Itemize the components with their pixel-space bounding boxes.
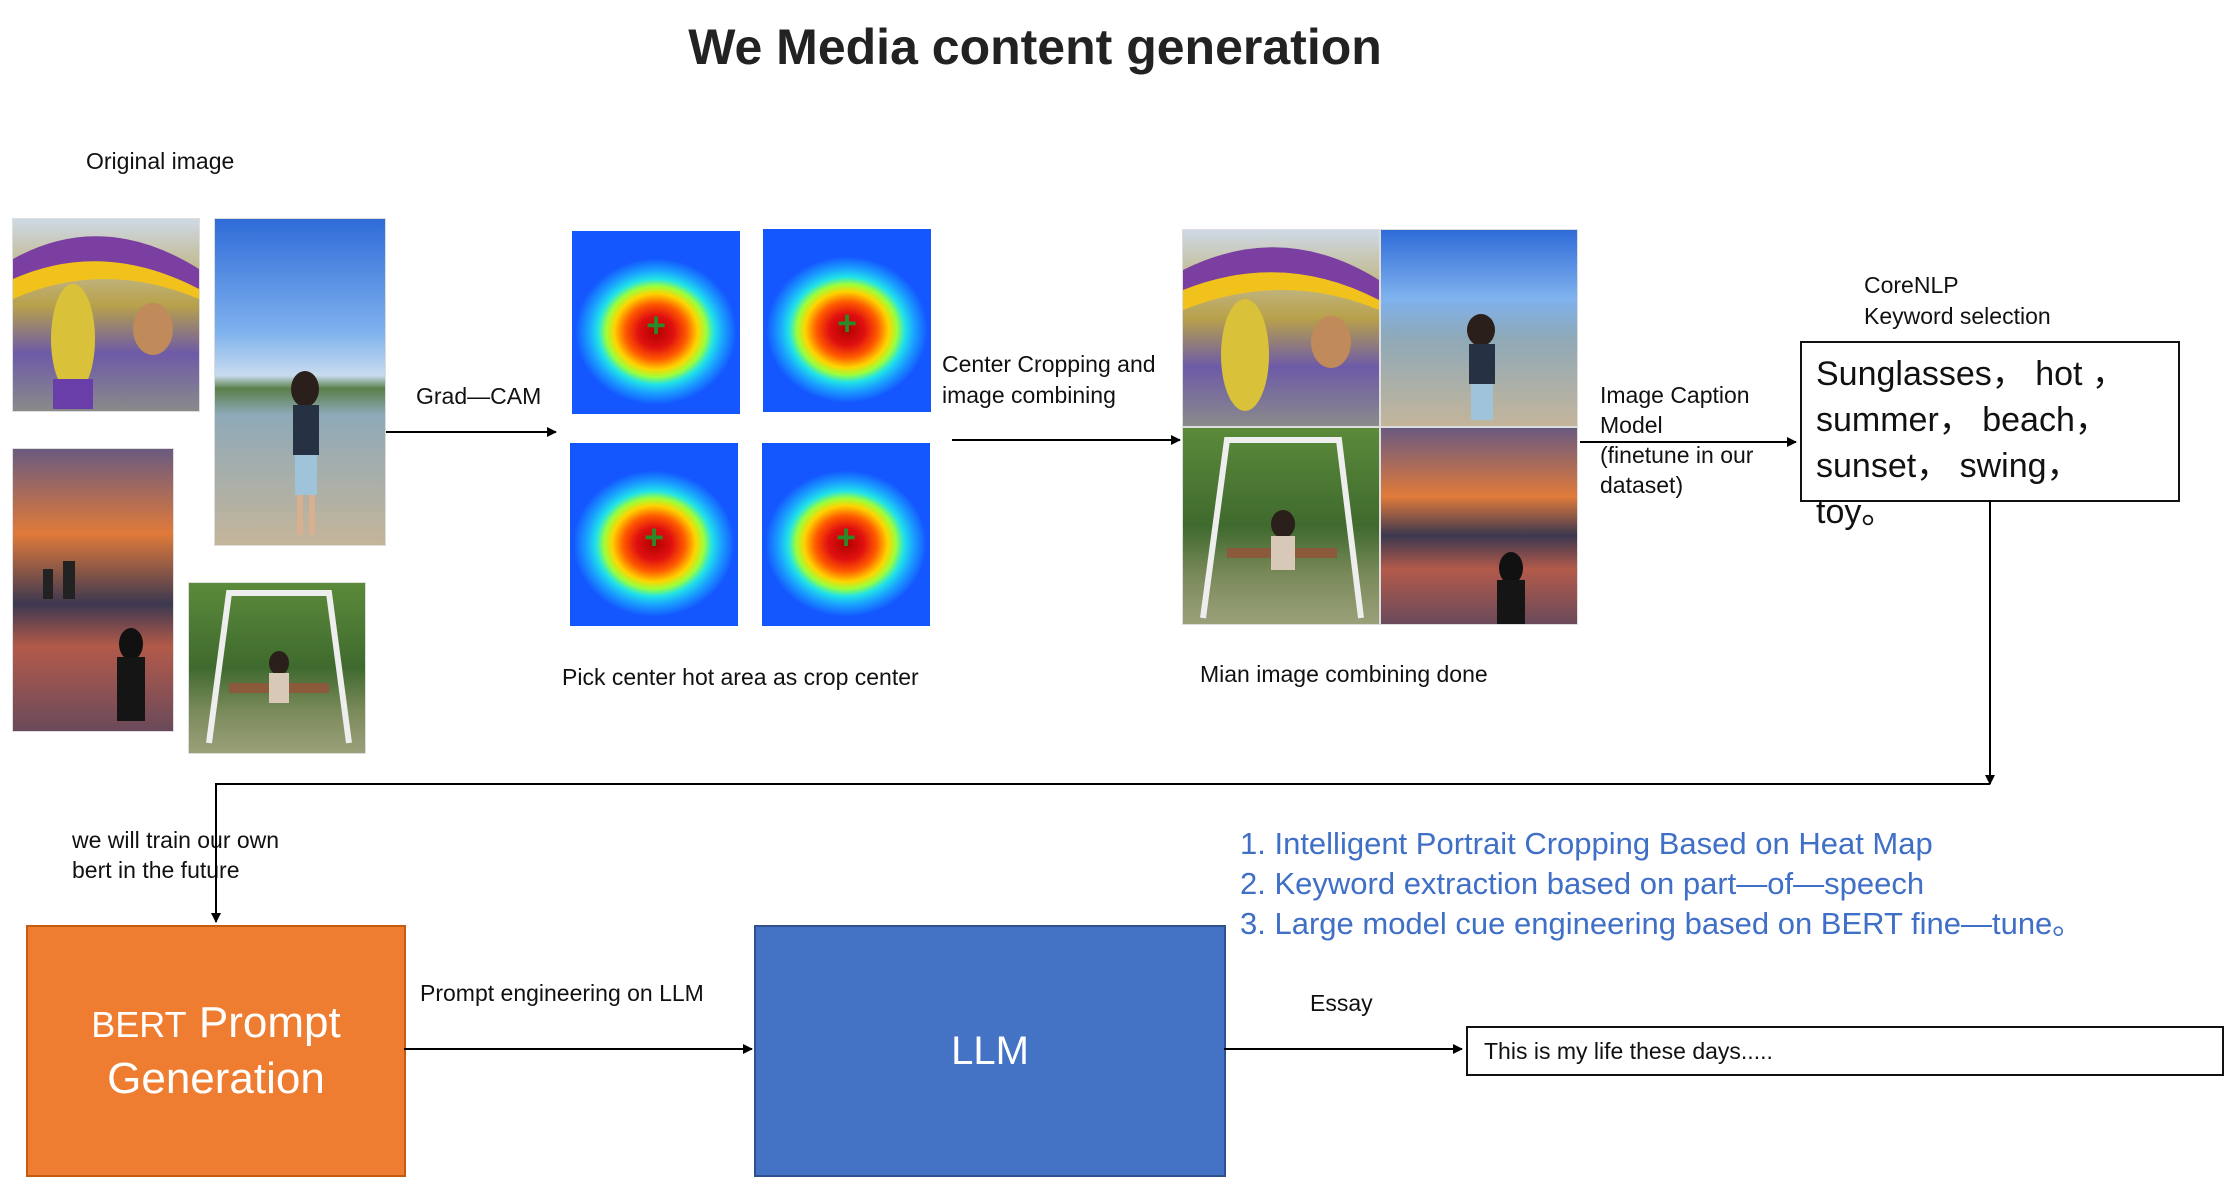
heatmap-3: + bbox=[570, 443, 738, 626]
keywords-box: Sunglasses， hot ， summer， beach， sunset，… bbox=[1800, 341, 2180, 531]
essay-output-box: This is my life these days..... bbox=[1466, 1026, 2224, 1076]
center-cropping-label-line1: Center Cropping and bbox=[942, 351, 1156, 377]
caption-model-line4: dataset) bbox=[1600, 472, 1684, 498]
keyword-selection-label: Keyword selection bbox=[1864, 303, 2051, 329]
caption-model-line2: Model bbox=[1600, 412, 1663, 438]
original-photo-beach bbox=[214, 218, 386, 546]
feature-notes: 1. Intelligent Portrait Cropping Based o… bbox=[1240, 824, 2083, 944]
combined-tile-sunset bbox=[1380, 427, 1578, 625]
original-image-label: Original image bbox=[86, 148, 235, 174]
combined-image bbox=[1182, 229, 1578, 625]
combined-tile-mascot bbox=[1182, 229, 1380, 427]
original-photo-swing bbox=[188, 582, 366, 754]
original-photo-sunset bbox=[12, 448, 174, 732]
diagram-title: We Media content generation bbox=[688, 19, 1382, 75]
caption-model-line1: Image Caption bbox=[1600, 382, 1750, 408]
center-cropping-label-line2: image combining bbox=[942, 382, 1116, 408]
essay-output-text: This is my life these days..... bbox=[1484, 1037, 1773, 1064]
train-bert-note: we will train our own bert in the future bbox=[72, 825, 279, 885]
llm-box-label: LLM bbox=[951, 1028, 1029, 1073]
heatmap-2: + bbox=[763, 229, 931, 412]
keywords-line2: summer， beach， bbox=[1816, 401, 2109, 439]
note-3: 3. Large model cue engineering based on … bbox=[1240, 906, 2084, 941]
arrow-keywords-to-bert bbox=[211, 783, 1990, 923]
note-2: 2. Keyword extraction based on part—of—s… bbox=[1240, 866, 1925, 901]
llm-box: LLM bbox=[754, 925, 1226, 1177]
heatmap-4: + bbox=[762, 443, 930, 626]
train-bert-line2: bert in the future bbox=[72, 857, 240, 883]
grad-cam-label: Grad—CAM bbox=[416, 383, 542, 409]
combined-tile-beach bbox=[1380, 229, 1578, 427]
bert-prompt-generation-box: BERT Prompt Generation bbox=[26, 925, 406, 1177]
bert-box-prefix: BERT bbox=[91, 1004, 187, 1045]
caption-model-line3: (finetune in our bbox=[1600, 442, 1754, 468]
keywords-line1: Sunglasses， hot ， bbox=[1816, 355, 2126, 393]
heatmap-1: + bbox=[572, 231, 740, 414]
combined-tile-swing bbox=[1182, 427, 1380, 625]
keywords-line3: sunset， swing， toy。 bbox=[1816, 447, 2081, 531]
caption-model-label: Image Caption Model (finetune in our dat… bbox=[1600, 380, 1753, 500]
combining-done-label: Mian image combining done bbox=[1200, 661, 1488, 687]
prompt-engineering-label: Prompt engineering on LLM bbox=[420, 980, 704, 1006]
original-photo-mascot bbox=[12, 218, 200, 412]
pick-center-label: Pick center hot area as crop center bbox=[562, 664, 919, 690]
bert-box-line2: Generation bbox=[107, 1054, 325, 1103]
bert-box-line1: Prompt bbox=[198, 998, 341, 1047]
corenlp-label: CoreNLP bbox=[1864, 272, 1959, 298]
note-1: 1. Intelligent Portrait Cropping Based o… bbox=[1240, 826, 1933, 861]
essay-label: Essay bbox=[1310, 990, 1373, 1016]
train-bert-line1: we will train our own bbox=[72, 827, 280, 853]
